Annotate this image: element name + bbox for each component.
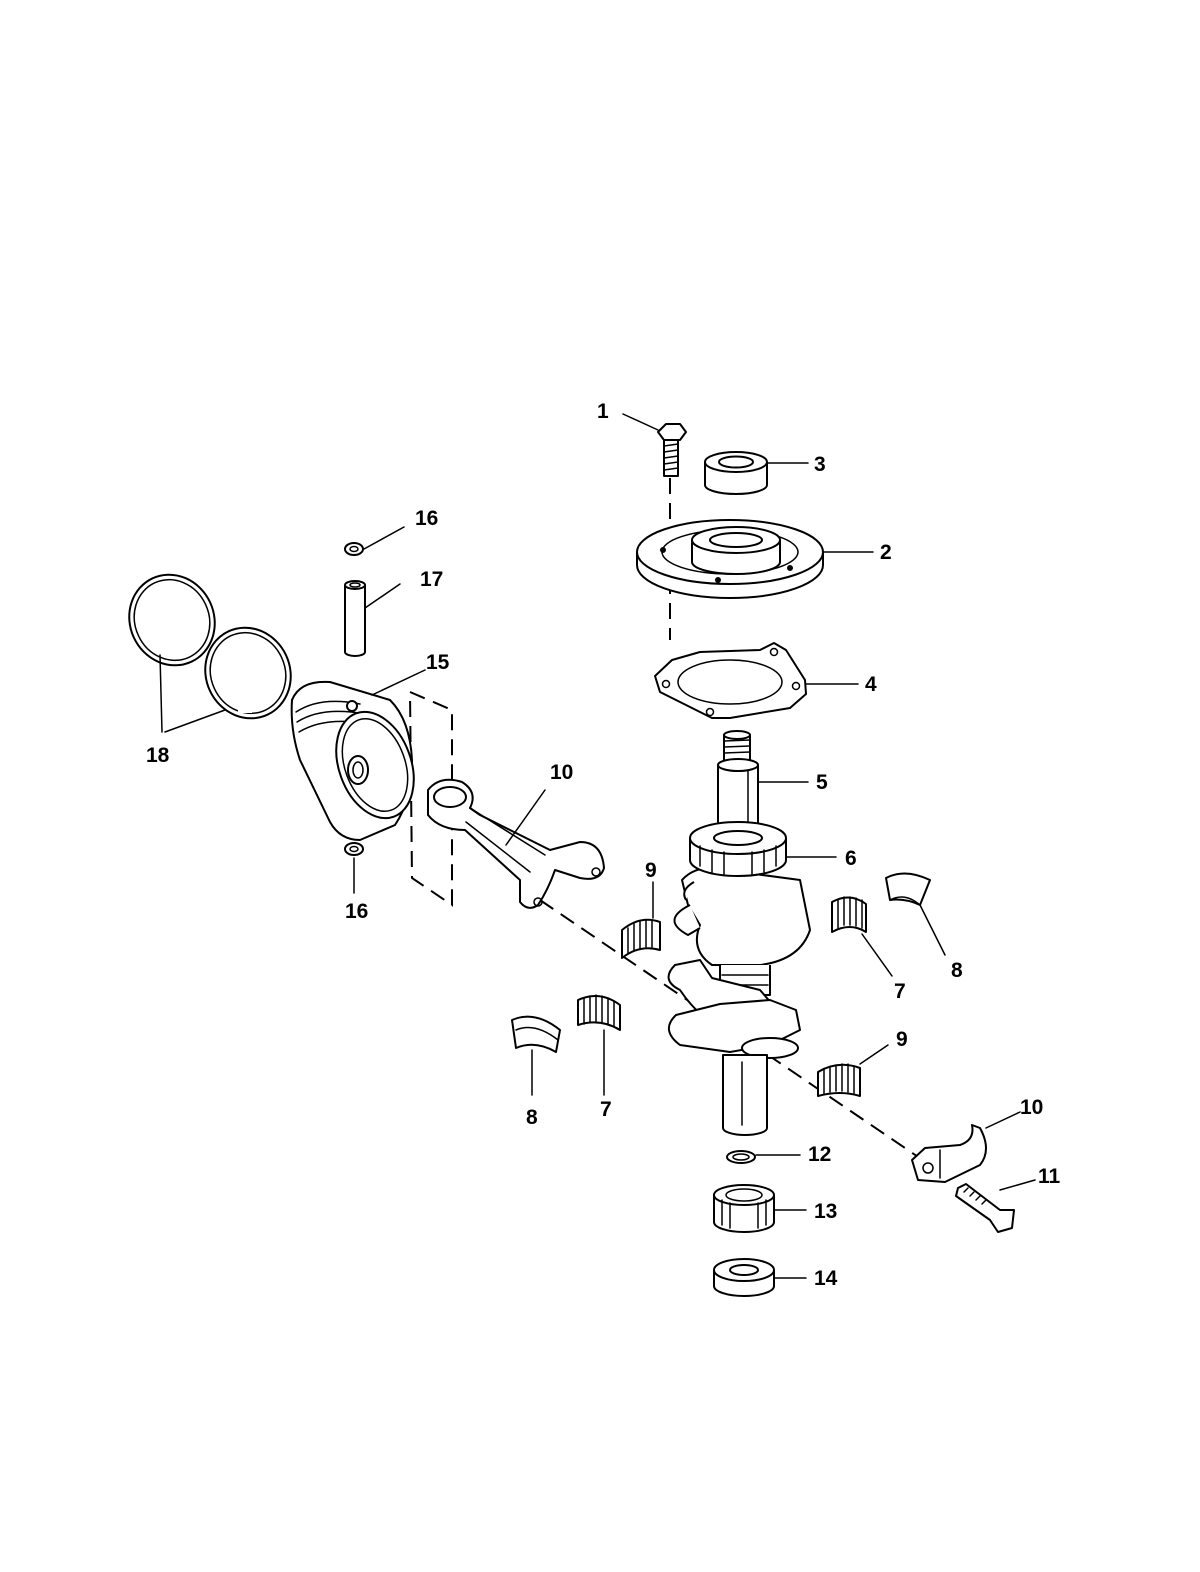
- callout-4: 4: [865, 673, 877, 696]
- callout-13: 13: [814, 1200, 837, 1223]
- callout-16-upper: 16: [415, 507, 438, 530]
- part-12-washer: [726, 1150, 756, 1164]
- part-6-main-bearing: [689, 821, 787, 877]
- part-8-cage-half-left: [511, 1015, 561, 1053]
- callout-16-lower: 16: [345, 900, 368, 923]
- part-1-bolt: [657, 423, 687, 477]
- part-15-piston: [290, 680, 415, 841]
- callout-9-lower: 9: [896, 1028, 908, 1051]
- callout-3: 3: [814, 453, 826, 476]
- part-16-clip-upper: [344, 542, 364, 556]
- part-7-needle-bearing-right: [831, 896, 867, 933]
- callout-5: 5: [816, 771, 828, 794]
- part-16-clip-lower: [344, 842, 364, 856]
- callout-10-rod: 10: [550, 761, 573, 784]
- part-5-crankshaft: [667, 730, 811, 1136]
- callout-8-left: 8: [526, 1106, 538, 1129]
- part-17-piston-pin: [344, 580, 366, 657]
- callout-7-left: 7: [600, 1098, 612, 1121]
- part-11-rod-screw: [955, 1183, 1015, 1233]
- leader-lines: [159, 413, 1036, 1279]
- part-9-needle-bearing-upper: [621, 918, 661, 959]
- callout-8-right: 8: [951, 959, 963, 982]
- callout-18: 18: [146, 744, 170, 767]
- part-2-end-cap: [636, 519, 824, 599]
- part-18-piston-rings: [128, 573, 292, 720]
- part-14-seal: [713, 1258, 775, 1297]
- part-8-cage-half-right: [885, 872, 931, 906]
- part-7-needle-bearing-left: [577, 994, 621, 1031]
- callout-14: 14: [814, 1267, 838, 1290]
- callout-15: 15: [426, 651, 450, 674]
- callout-labels: 1 3 2 4 5 6 9 7 8 9 8 7 10 11 12 13 14 1…: [146, 400, 1061, 1290]
- part-9-needle-bearing-lower: [817, 1063, 861, 1097]
- callout-17: 17: [420, 568, 443, 591]
- callout-1: 1: [597, 400, 609, 423]
- part-10-rod-cap: [911, 1124, 987, 1183]
- callout-2: 2: [880, 541, 892, 564]
- callout-11: 11: [1038, 1165, 1061, 1188]
- callout-12: 12: [808, 1143, 831, 1166]
- callout-9-upper: 9: [645, 859, 657, 882]
- part-13-roller-bearing: [713, 1184, 775, 1233]
- callout-6: 6: [845, 847, 857, 870]
- callout-10-cap: 10: [1020, 1096, 1043, 1119]
- part-4-gasket: [654, 642, 807, 719]
- callout-7-right: 7: [894, 980, 906, 1003]
- part-3-seal: [704, 451, 768, 495]
- part-10-connecting-rod: [427, 778, 605, 909]
